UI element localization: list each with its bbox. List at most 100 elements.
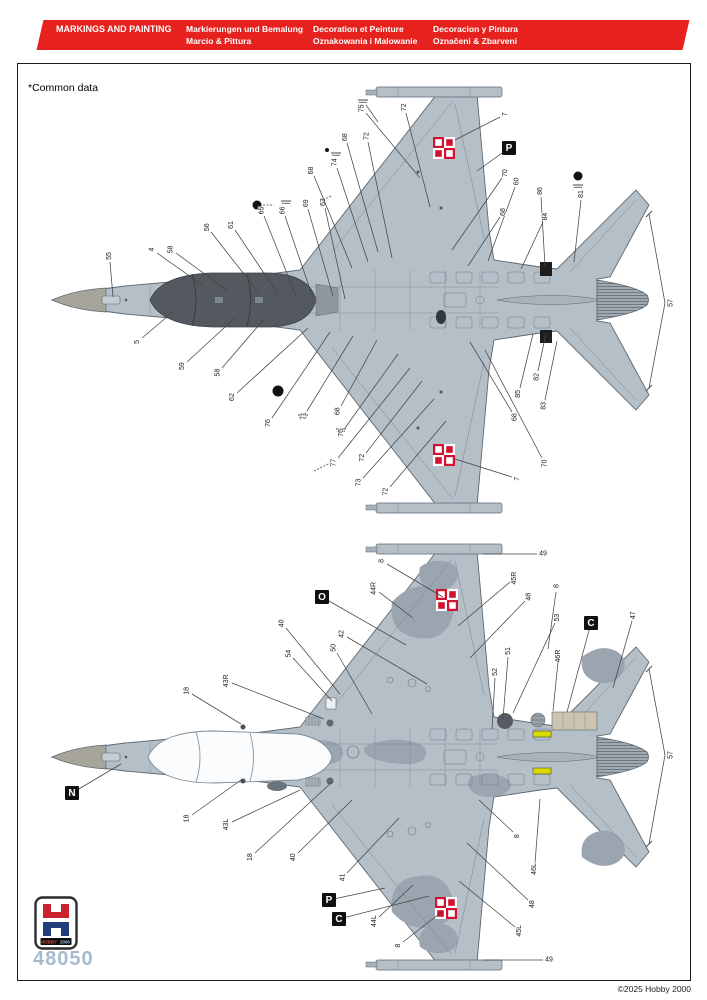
callout-label: 8 [378, 559, 385, 563]
leader-line [186, 315, 238, 363]
wing-hardpoint [386, 830, 394, 838]
marking-badge-letter: P [506, 143, 513, 154]
wingtip-rail [375, 543, 503, 555]
leader-line [346, 817, 400, 874]
micro-text [281, 200, 291, 202]
micro-dot [573, 171, 583, 181]
polish-checkerboard-insignia [448, 899, 455, 906]
callout-label: 50 [331, 644, 338, 652]
callout-label: 77 [331, 459, 338, 467]
callout-label: 7 [514, 477, 521, 481]
callout-label: 76 [265, 419, 272, 427]
callout-label: 58 [215, 369, 222, 377]
leader-line [512, 622, 556, 714]
ring-panel [346, 745, 360, 759]
callout-label: 58 [168, 245, 175, 253]
micro-text [336, 428, 346, 430]
callout-label: 4 [149, 247, 156, 251]
marking-badge-P [502, 141, 516, 155]
leader-line [478, 799, 514, 833]
polish-checkerboard-insignia [437, 899, 444, 906]
white-panel [325, 697, 337, 710]
callout-label: 72 [401, 103, 408, 111]
header-banner: MARKINGS AND PAINTING Markierungen und B… [36, 20, 690, 50]
callout-label: 43L [223, 819, 230, 831]
micro-text [574, 186, 582, 188]
callout-label: 54 [285, 650, 292, 658]
leader-line [648, 302, 666, 389]
leader-line [487, 186, 516, 262]
panel-line [331, 558, 453, 710]
leader-line [466, 842, 529, 901]
marking-badge-C [584, 616, 598, 630]
leader-line [191, 779, 242, 816]
callout-label: 49 [545, 957, 553, 964]
callout-label: 68 [500, 208, 507, 216]
leader-line [389, 420, 447, 488]
callout-label: 45L [516, 925, 523, 937]
banner-fr: Decoration et Peinture [313, 24, 404, 34]
callout-label: 8 [514, 834, 521, 838]
callout-label: 62 [229, 393, 236, 401]
aircraft-top-view-camouflage: 49844R45R4885346R515247405450421843R1843… [50, 543, 675, 971]
leader-line [454, 116, 501, 141]
panel-line [331, 101, 453, 253]
leader-line [378, 591, 414, 619]
callout-label: 72 [359, 454, 366, 462]
micro-text [299, 416, 307, 418]
callout-label: 68 [335, 407, 342, 415]
callout-label: 18 [183, 687, 190, 695]
leader-line [337, 367, 411, 459]
leader-line [191, 693, 242, 725]
scoop [267, 781, 287, 791]
spine-fairing [315, 283, 339, 317]
marking-badge-letter: C [587, 618, 594, 629]
micro-text [331, 152, 341, 154]
leader-line [297, 799, 353, 854]
leader-line [336, 167, 369, 263]
leader-line [491, 677, 496, 730]
panel [429, 271, 447, 284]
grille [305, 716, 321, 726]
sheet-border [17, 63, 691, 981]
leader-line [313, 175, 353, 269]
leader-line [292, 657, 333, 702]
callout-label: 69 [303, 199, 310, 207]
nose-dot [124, 298, 128, 302]
callout-label: 61 [228, 221, 235, 229]
leader-line [451, 177, 503, 251]
panel-line [569, 199, 637, 273]
logo-h-bottom [43, 922, 69, 936]
panel [429, 773, 447, 786]
callout-label: 18 [247, 853, 254, 861]
callout-label: 47 [630, 611, 637, 619]
callout-label: 44L [371, 915, 378, 927]
micro-dot [272, 385, 284, 397]
wingtip-rail [375, 86, 503, 98]
leader-line [458, 880, 516, 928]
callout-label: 46L [531, 863, 538, 875]
marking-badge-letter: P [326, 895, 333, 906]
marking-badge-N [65, 786, 79, 800]
leader-line [566, 622, 592, 713]
leader-line [109, 261, 114, 298]
black-panel [540, 330, 552, 343]
callout-label: 70 [502, 169, 509, 177]
callout-label: 41 [339, 873, 346, 881]
panel [475, 295, 485, 305]
panel [481, 316, 499, 329]
callout-label: 8 [395, 944, 402, 948]
banner-pl: Oznakowania i Malowanie [313, 35, 418, 46]
radome [51, 744, 107, 770]
banner-title-en: MARKINGS AND PAINTING [56, 24, 172, 34]
leader-line [175, 252, 229, 292]
callout-label: 49 [539, 551, 547, 558]
leader-line [306, 335, 354, 412]
logo-band [40, 938, 72, 945]
canopy-latch [240, 724, 246, 730]
canopy-detail [215, 297, 223, 303]
banner-de: Markierungen und Bemalung [186, 24, 304, 34]
formation-light-strip [532, 730, 552, 738]
wing-hardpoint [425, 822, 431, 828]
leader-line [284, 215, 314, 299]
